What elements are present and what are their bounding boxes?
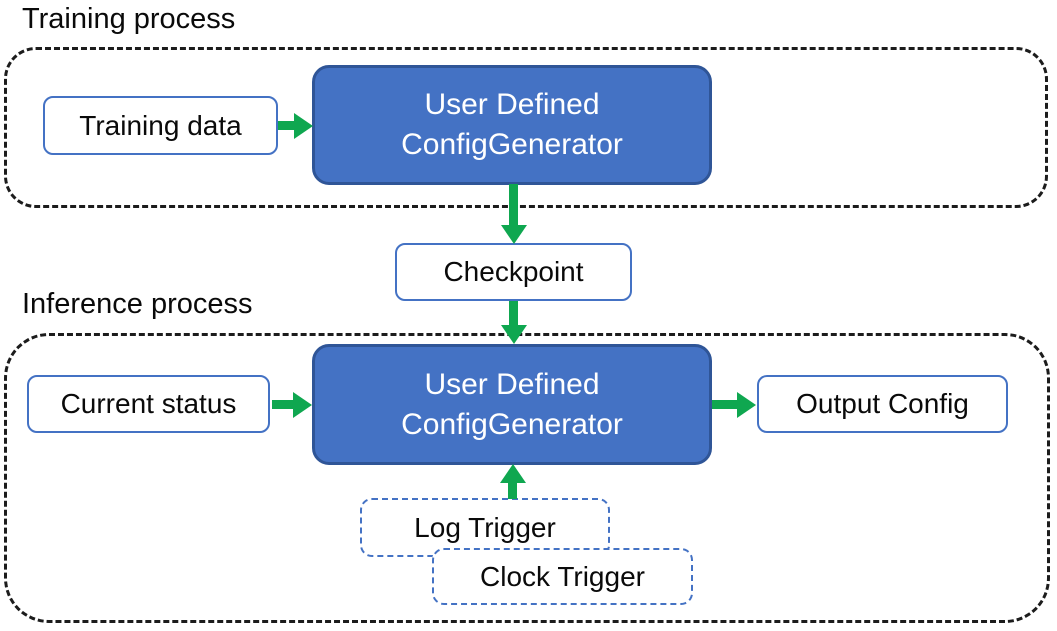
arrow-current-status-to-generator xyxy=(272,391,312,418)
current-status-box: Current status xyxy=(27,375,270,433)
arrow-shaft xyxy=(509,184,518,225)
arrow-head xyxy=(293,391,312,418)
arrow-triggers-to-generator xyxy=(499,464,526,499)
log-trigger-box: Log Trigger xyxy=(360,498,610,557)
arrow-shaft xyxy=(712,400,737,409)
arrow-shaft xyxy=(272,400,293,409)
checkpoint-box: Checkpoint xyxy=(395,243,632,301)
arrow-generator-to-checkpoint xyxy=(500,184,527,244)
training-process-container xyxy=(4,47,1048,208)
arrow-head xyxy=(500,325,527,344)
inference-generator-box: User Defined ConfigGenerator xyxy=(312,344,712,465)
arrow-checkpoint-to-inference-generator xyxy=(500,301,527,344)
arrow-head xyxy=(499,464,526,483)
clock-trigger-box: Clock Trigger xyxy=(432,548,693,605)
arrow-head xyxy=(500,225,527,244)
training-data-box: Training data xyxy=(43,96,278,155)
training-section-label: Training process xyxy=(22,3,236,35)
inference-process-container xyxy=(4,333,1050,623)
arrow-training-data-to-generator xyxy=(278,112,313,139)
inference-section-label: Inference process xyxy=(22,288,253,320)
inference-generator-line2: ConfigGenerator xyxy=(401,407,623,441)
arrow-head xyxy=(737,391,756,418)
training-generator-box: User Defined ConfigGenerator xyxy=(312,65,712,185)
arrow-shaft xyxy=(509,301,518,325)
output-config-box: Output Config xyxy=(757,375,1008,433)
arrow-shaft xyxy=(508,483,517,499)
arrow-generator-to-output xyxy=(712,391,756,418)
arrow-head xyxy=(294,112,313,139)
training-generator-line2: ConfigGenerator xyxy=(401,128,623,161)
inference-generator-line1: User Defined xyxy=(424,367,600,401)
arrow-shaft xyxy=(278,121,294,130)
training-generator-line1: User Defined xyxy=(424,88,600,122)
